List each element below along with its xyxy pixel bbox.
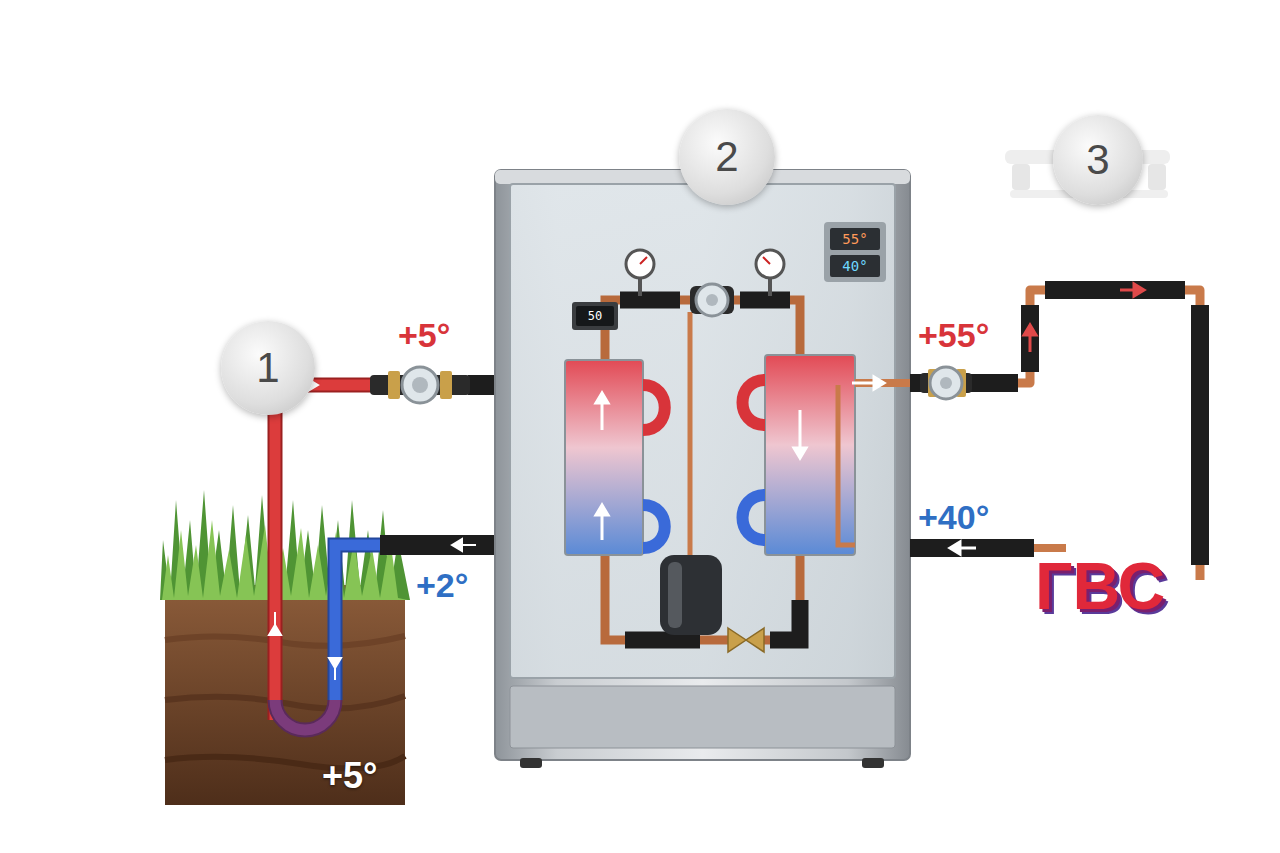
callout-number: 3 (1086, 139, 1109, 181)
heat-exchanger (596, 505, 608, 540)
heat-pump-housing (520, 758, 542, 768)
hot-water-pipe (1030, 548, 1062, 552)
ground-loop-pipe (380, 535, 497, 555)
refrigerant-circuit (605, 555, 730, 640)
refrigerant-circuit (706, 294, 718, 306)
hot-water-pipe (940, 377, 952, 389)
heat-pump-housing (862, 758, 884, 768)
heat-exchanger (852, 377, 884, 389)
heat-pump-housing (510, 686, 895, 748)
ground-loop-pipe (275, 700, 335, 730)
ground-loop-pipe (275, 700, 335, 730)
temperature-label: +2° (416, 568, 468, 602)
heat-pump-housing (495, 170, 910, 760)
heat-exchanger (565, 360, 643, 555)
refrigerant-circuit (576, 306, 614, 326)
hot-water-pipe (930, 367, 962, 399)
heat-exchanger (743, 495, 766, 540)
refrigerant-circuit (638, 277, 642, 296)
heat-exchanger (565, 355, 910, 555)
callout-circle: 3 (1053, 115, 1143, 205)
circulation-pump (370, 375, 470, 395)
heat-exchanger (765, 355, 855, 555)
radiator-icon (1012, 164, 1030, 190)
heat-pump-housing (830, 228, 880, 250)
refrigerant-circuit (640, 257, 647, 264)
ground-block (165, 585, 405, 805)
heat-pump-housing (510, 184, 895, 678)
ground-loop-pipe (468, 375, 497, 395)
hot-water-pipe (950, 542, 976, 554)
hot-water-pipe (1021, 305, 1039, 372)
ground-loop-pipe (269, 379, 497, 730)
system-name: ГВС (1035, 553, 1165, 619)
display-readout: 55° (830, 228, 880, 250)
hot-water-pipe (1120, 284, 1144, 296)
callout-number: 1 (256, 347, 279, 389)
ground-loop-pipe (269, 612, 281, 635)
hot-water-pipe (910, 290, 1200, 580)
callout-circle: 2 (679, 109, 775, 205)
refrigerant-circuit (660, 555, 722, 635)
refrigerant-circuit (696, 284, 728, 316)
ground-loop-pipe (329, 658, 341, 680)
ground-block (162, 520, 408, 600)
circulation-pump (402, 367, 438, 403)
refrigerant-circuit (728, 628, 764, 652)
temperature-label: +5° (398, 318, 450, 352)
display-readout: 50 (576, 306, 614, 326)
ground-block (160, 490, 410, 805)
refrigerant-circuit (572, 302, 618, 330)
circulation-pump (370, 367, 470, 403)
hot-water-pipe (910, 539, 1034, 557)
refrigerant-circuit (668, 562, 682, 628)
radiator-icon (1148, 164, 1166, 190)
refrigerant-circuit (763, 257, 770, 264)
heat-exchanger (596, 393, 608, 430)
circulation-pump (440, 371, 452, 399)
heat-exchanger (643, 505, 665, 548)
circulation-pump (388, 371, 400, 399)
display-readout: 40° (830, 255, 880, 277)
circulation-pump (412, 377, 428, 393)
heat-pump-housing (824, 222, 886, 282)
ground-loop-pipe (335, 545, 385, 700)
temperature-label: +5° (322, 758, 377, 794)
temperature-label: +55° (918, 318, 989, 352)
heat-exchanger (643, 385, 665, 430)
hot-water-pipe (1045, 281, 1185, 299)
heat-pump-housing (495, 170, 910, 768)
heat-exchanger (743, 380, 766, 425)
heat-exchanger (838, 385, 855, 545)
ground-loop-pipe (335, 545, 385, 700)
refrigerant-circuit (688, 312, 693, 560)
temperature-label: +40° (918, 500, 989, 534)
callout-number: 2 (715, 136, 738, 178)
ground-loop-pipe (452, 539, 476, 551)
refrigerant-circuit (768, 277, 772, 296)
callout-circle: 1 (221, 321, 315, 415)
hot-water-pipe (910, 284, 1200, 580)
ground-block (165, 696, 405, 709)
refrigerant-circuit (626, 250, 654, 278)
heat-exchanger (794, 410, 806, 458)
ground-block (165, 636, 405, 646)
hot-water-pipe (1191, 305, 1209, 565)
heat-pump-housing (830, 255, 880, 277)
refrigerant-circuit (756, 250, 784, 278)
hot-water-pipe (1024, 325, 1036, 352)
